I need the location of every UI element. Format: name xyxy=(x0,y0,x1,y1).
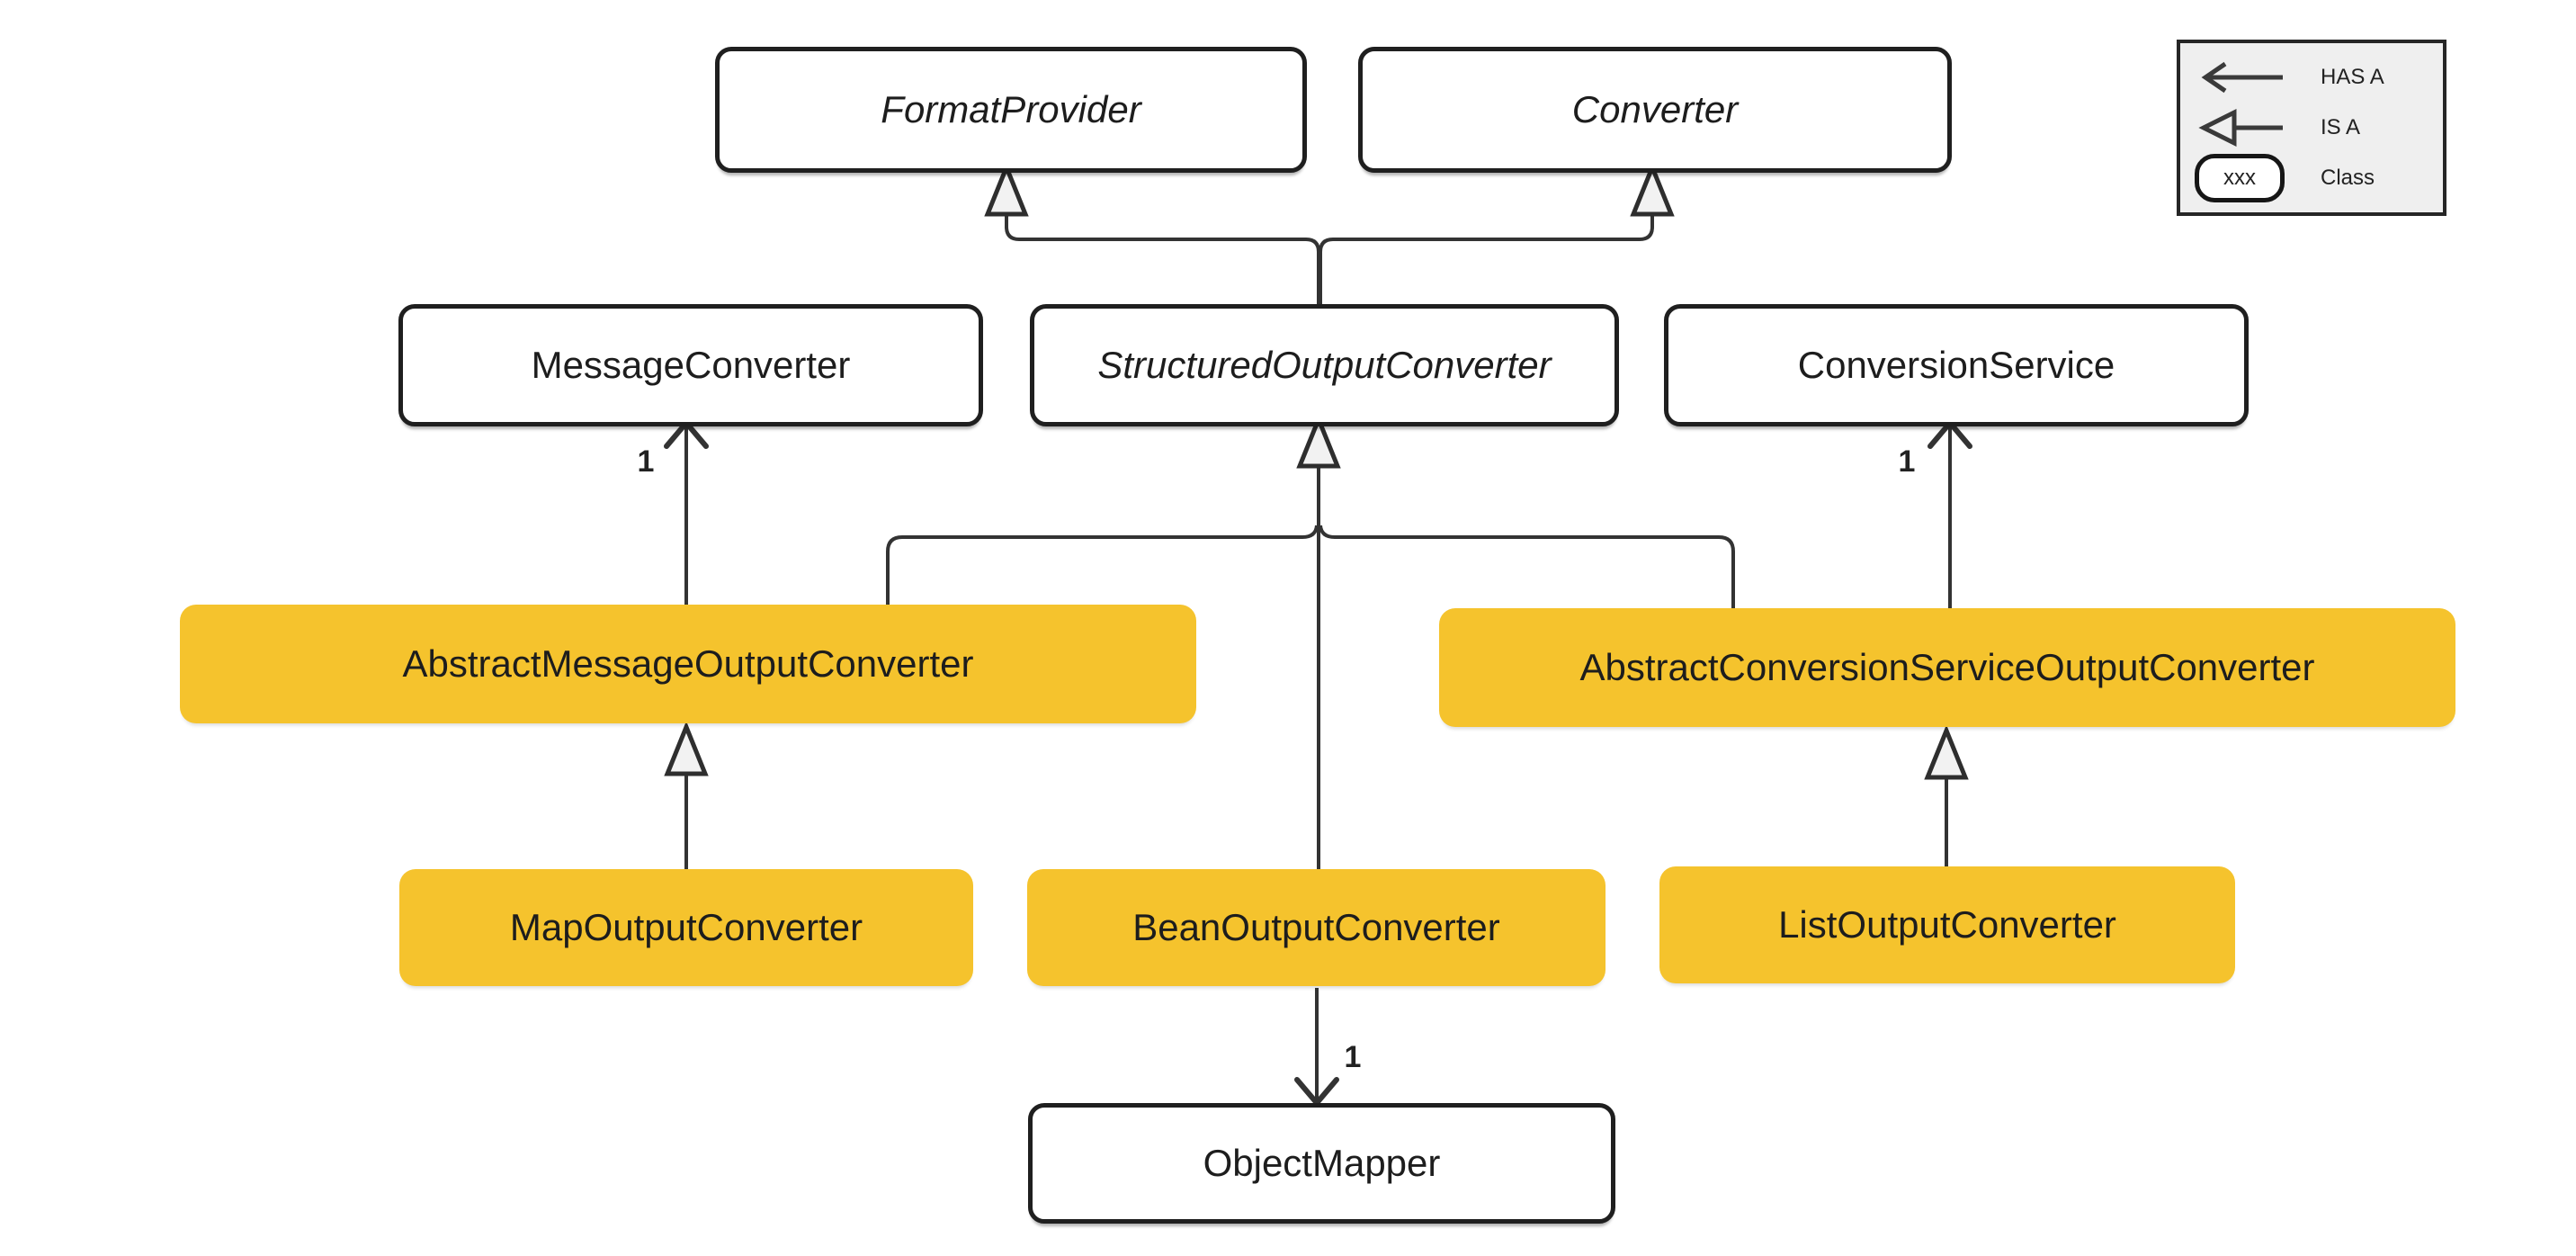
has-a-arrowhead-objectmapper xyxy=(1294,1077,1339,1108)
multiplicity-object-mapper: 1 xyxy=(1344,1040,1362,1074)
edge-is-a-branch-left xyxy=(886,525,1319,606)
node-abstract-message-output-converter-label: AbstractMessageOutputConverter xyxy=(402,641,974,685)
node-converter: Converter xyxy=(1358,47,1952,173)
node-conversion-service: ConversionService xyxy=(1664,304,2249,426)
legend-label-has-a: HAS A xyxy=(2321,65,2384,89)
is-a-triangle-converter xyxy=(1630,161,1675,217)
node-list-output-converter: ListOutputConverter xyxy=(1659,866,2235,983)
is-a-triangle-abstractmessage xyxy=(664,721,709,776)
is-a-arrow-icon xyxy=(2195,108,2304,148)
node-bean-output-converter: BeanOutputConverter xyxy=(1027,869,1606,986)
legend-row-class: xxx Class xyxy=(2195,153,2428,203)
node-abstract-conversion-service-output-converter-label: AbstractConversionServiceOutputConverter xyxy=(1579,645,2315,688)
legend-label-is-a: IS A xyxy=(2321,115,2361,139)
node-converter-label: Converter xyxy=(1571,87,1739,130)
node-object-mapper-label: ObjectMapper xyxy=(1203,1141,1441,1184)
node-abstract-conversion-service-output-converter: AbstractConversionServiceOutputConverter xyxy=(1439,608,2455,727)
class-box-sample: xxx xyxy=(2195,154,2285,202)
node-structured-output-converter-label: StructuredOutputConverter xyxy=(1097,343,1552,386)
node-object-mapper: ObjectMapper xyxy=(1028,1103,1615,1224)
legend: HAS A IS A xxx Class xyxy=(2177,40,2446,216)
edge-is-a-structured-to-formatprovider xyxy=(1005,214,1320,304)
multiplicity-message-converter: 1 xyxy=(637,444,655,479)
has-a-arrow-icon xyxy=(2195,59,2304,95)
legend-row-has-a: HAS A xyxy=(2195,52,2428,103)
class-box-icon: xxx xyxy=(2195,154,2304,202)
node-conversion-service-label: ConversionService xyxy=(1797,343,2115,386)
node-format-provider-label: FormatProvider xyxy=(881,87,1141,130)
multiplicity-conversion-service: 1 xyxy=(1898,444,1916,479)
edge-is-a-branch-right xyxy=(1319,525,1735,610)
legend-label-class: Class xyxy=(2321,166,2375,190)
node-map-output-converter: MapOutputConverter xyxy=(399,869,973,986)
node-list-output-converter-label: ListOutputConverter xyxy=(1778,902,2116,946)
node-bean-output-converter-label: BeanOutputConverter xyxy=(1132,905,1500,948)
legend-row-is-a: IS A xyxy=(2195,103,2428,153)
node-message-converter-label: MessageConverter xyxy=(531,343,851,386)
is-a-triangle-formatprovider xyxy=(984,161,1029,217)
node-map-output-converter-label: MapOutputConverter xyxy=(509,905,863,948)
node-structured-output-converter: StructuredOutputConverter xyxy=(1030,304,1619,426)
node-message-converter: MessageConverter xyxy=(398,304,983,426)
is-a-triangle-abstractconversion xyxy=(1924,724,1969,780)
node-abstract-message-output-converter: AbstractMessageOutputConverter xyxy=(180,605,1196,723)
edge-is-a-structured-to-converter xyxy=(1319,214,1654,304)
node-format-provider: FormatProvider xyxy=(715,47,1307,173)
